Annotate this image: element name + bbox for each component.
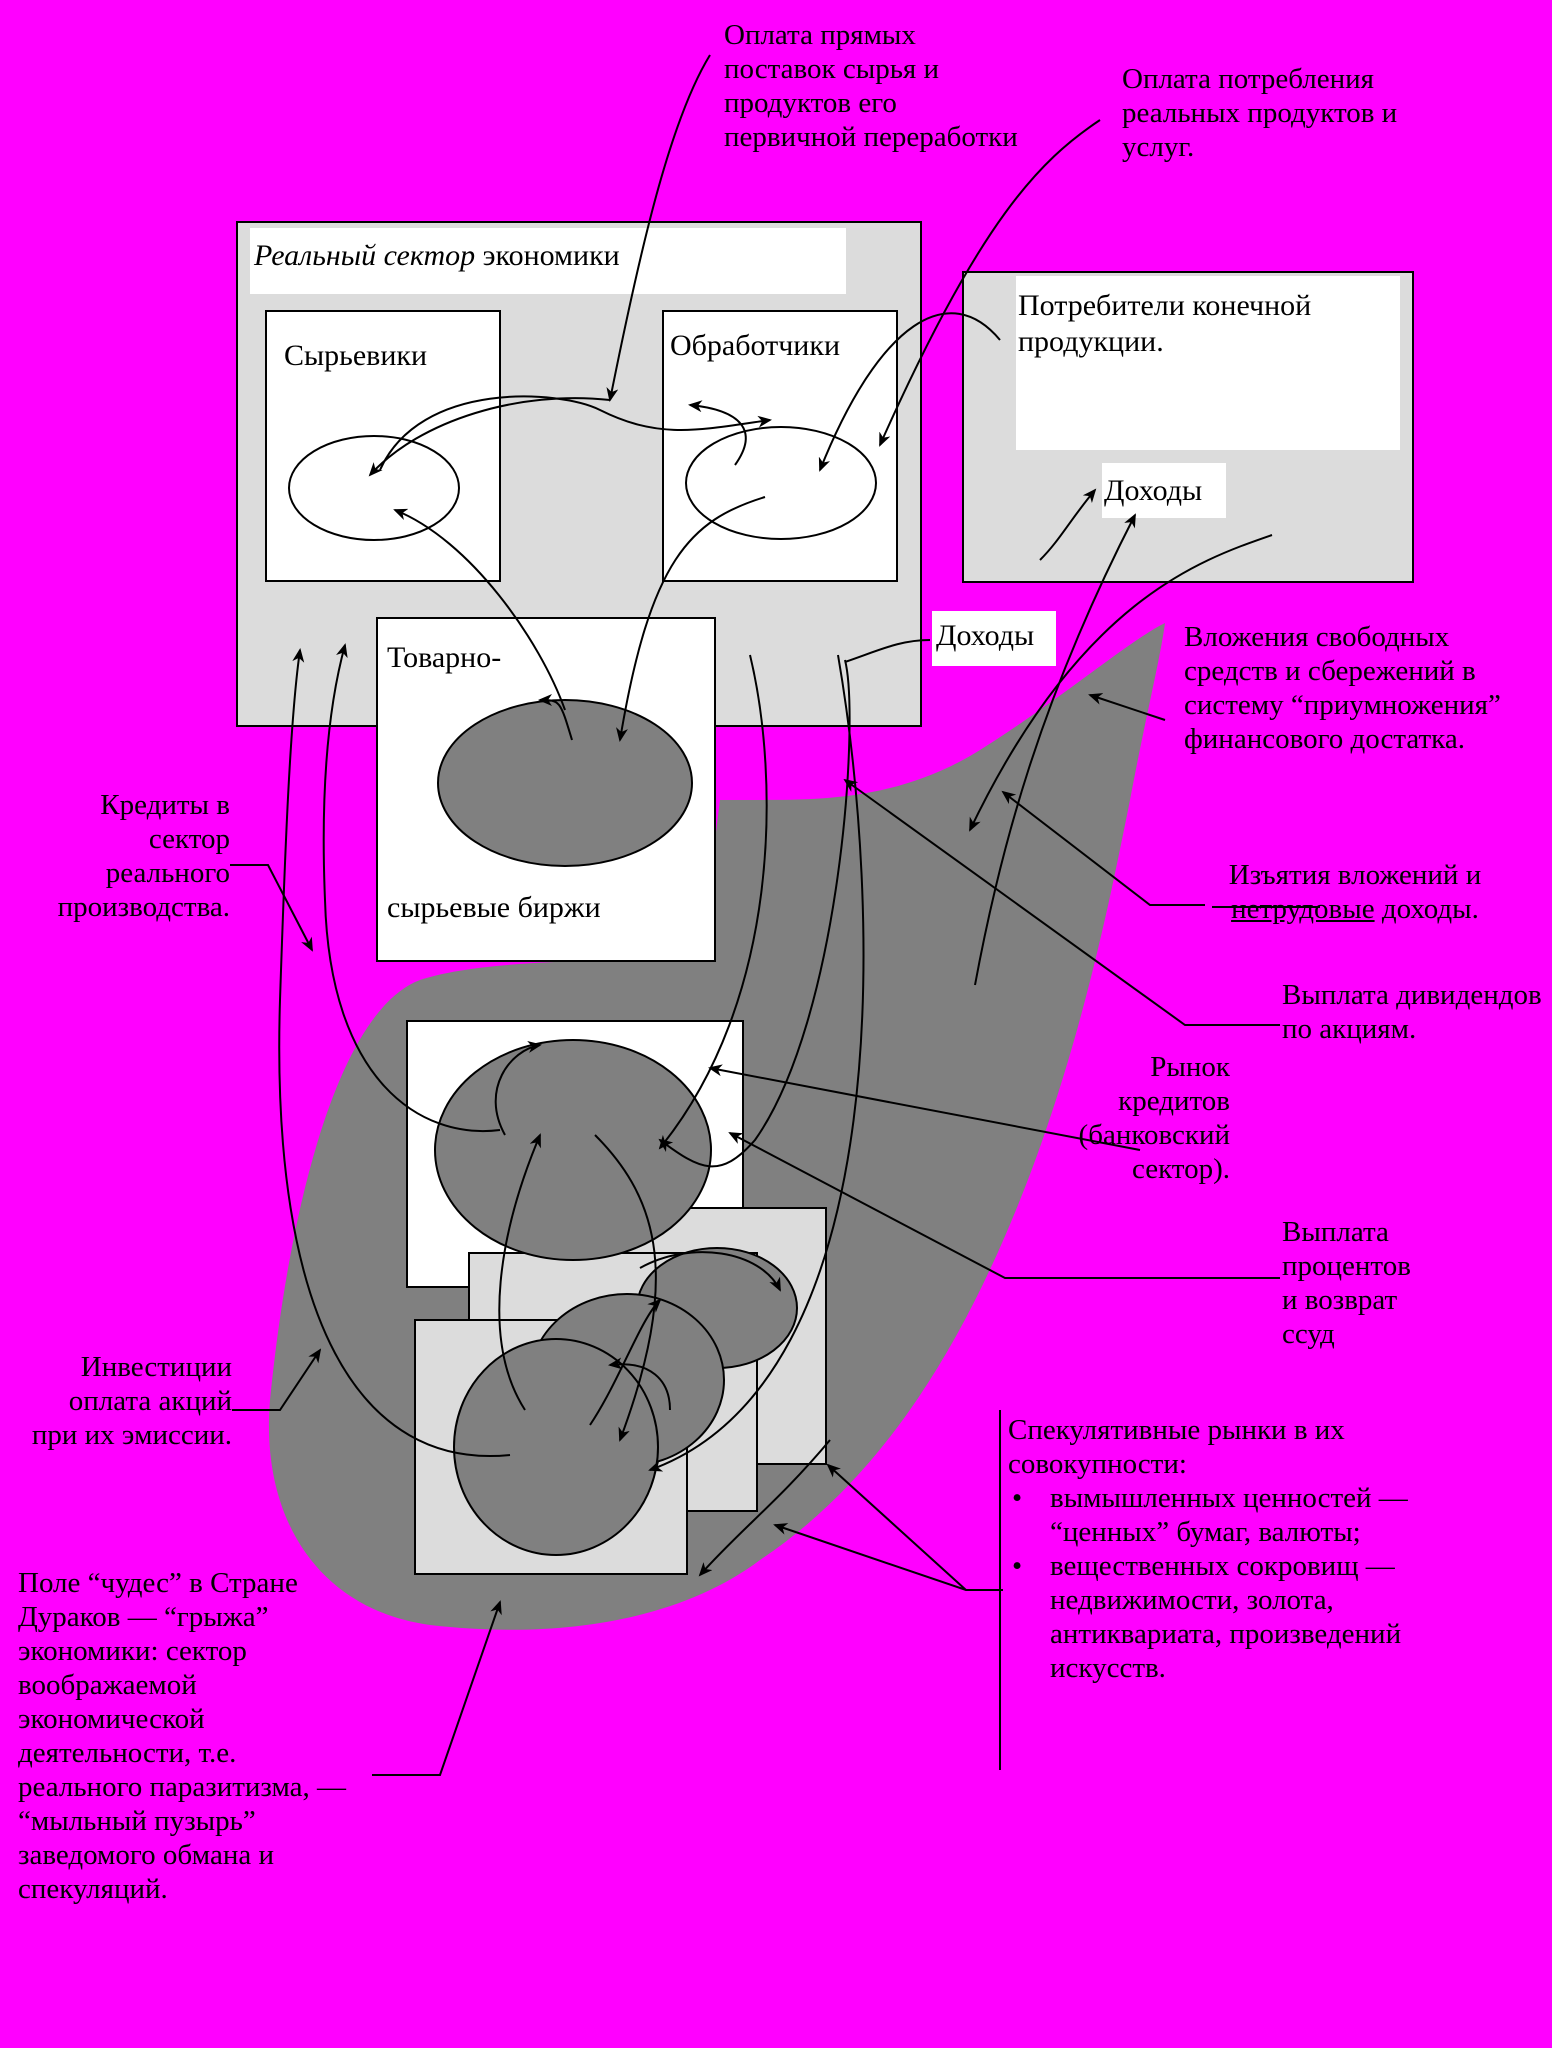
consumers-title-bg [1016,276,1400,450]
arrow-spec-right-loop [648,654,865,1472]
label-interest-return: Выплата процентов и возврат ссуд [1282,1216,1411,1350]
real-sector-title-rest: экономики [475,239,620,272]
real-sector-title: Реальный сектор экономики [254,238,620,274]
arrow-speculative-list [773,1523,1003,1591]
speculative-markets-block: Спекулятивные рынки в их совокупности: в… [1008,1413,1468,1685]
arrow-withdrawals [1001,790,1205,906]
label-credits-real: Кредиты в сектор реального производства. [57,789,230,923]
arrow-credit-market-label [708,1064,1141,1151]
speculative-ellipse-front [453,1338,659,1556]
arrow-credit-up-2 [278,648,511,1457]
consumers-title: Потребители конечной продукции. [1018,289,1312,358]
real-sector-income-bg [932,611,1056,666]
arrow-speculative-box [826,1463,967,1591]
arrow-speculative-box-2 [698,1439,831,1577]
arrow-credits-real [230,864,313,952]
label-withdrawals-underlined: нетрудовые [1231,893,1375,925]
raw-producers-ellipse [288,435,460,541]
arrow-field-of-wonders [372,1600,502,1776]
raw-producers-label: Сырьевики [284,339,428,372]
income-link-line [844,639,931,663]
arrow-credit-up-1 [322,643,501,1132]
arrow-savings [1088,693,1166,721]
label-withdrawals: Изъятия вложений и нетрудовые доходы. [1190,858,1520,926]
arrow-payment-direct [606,54,711,402]
commodity-exchange-bottom: сырьевые биржи [387,891,601,924]
arrow-credit-circle [494,1041,542,1136]
arrow-bubble-to-income [974,513,1136,986]
label-consumption-payment: Оплата потребления реальных продуктов и … [1122,63,1398,163]
arrow-spec-inner-2 [608,1357,671,1411]
arrow-exchange-raw [393,508,566,711]
arrow-processors-exchange [616,496,766,742]
real-sector-title-bg [250,228,846,294]
label-dividends: Выплата дивидендов по акциям. [1282,979,1542,1045]
speculative-markets-title: Спекулятивные рынки в их совокупности: [1008,1414,1345,1480]
arrow-investments [232,1348,322,1411]
arrow-raw-to-processors [379,395,772,471]
label-field-of-wonders: Поле “чудес” в Стране Дураков — “грыжа” … [18,1567,346,1905]
commodity-exchange-top: Товарно- [387,641,502,674]
label-investments: Инвестиции оплата акций при их эмиссии. [31,1351,232,1451]
arrow-credit-to-spec [594,1134,657,1442]
real-sector-title-italic: Реальный сектор [254,239,476,272]
label-savings-investment: Вложения свободных средств и сбережений … [1184,621,1501,755]
arrow-interest-return [728,1132,1280,1279]
consumers-income: Доходы [1104,474,1203,507]
credit-market-ellipse [434,1039,712,1261]
arrow-spec-up [498,1133,541,1411]
arrow-spec-inner-1 [589,1298,662,1426]
label-credit-market: Рынок кредитов (банковский сектор). [1078,1051,1230,1185]
arrow-consumption-payment [879,119,1101,447]
speculative-item-2: вещественных сокровищ — недвижимости, зо… [1008,1549,1468,1685]
label-withdrawals-suffix: доходы. [1374,893,1479,925]
arrow-exchange-loop [538,694,573,741]
arrow-dividends [843,778,1280,1026]
arrow-income-to-bubble [969,534,1273,832]
arrow-processors-to-raw [688,400,747,466]
processors-label: Обработчики [670,329,840,362]
real-sector-income: Доходы [936,619,1035,652]
label-direct-supply-payment: Оплата прямых поставок сырья и продуктов… [724,19,1018,153]
arrow-real-sector-to-credit [658,654,768,1150]
label-withdrawals-prefix: Изъятия вложений и [1228,859,1482,891]
arrow-consumers-processors [818,312,1001,472]
processors-ellipse [685,426,877,540]
arrow-spec-inner-3 [639,1251,781,1292]
consumers-income-bg [1102,463,1226,518]
exchange-ellipse [437,699,693,867]
speculative-item-1: вымышленных ценностей — “ценных” бумаг, … [1008,1481,1468,1549]
arrow-into-raw [368,397,611,477]
arrow-income-consumers [1039,488,1097,561]
